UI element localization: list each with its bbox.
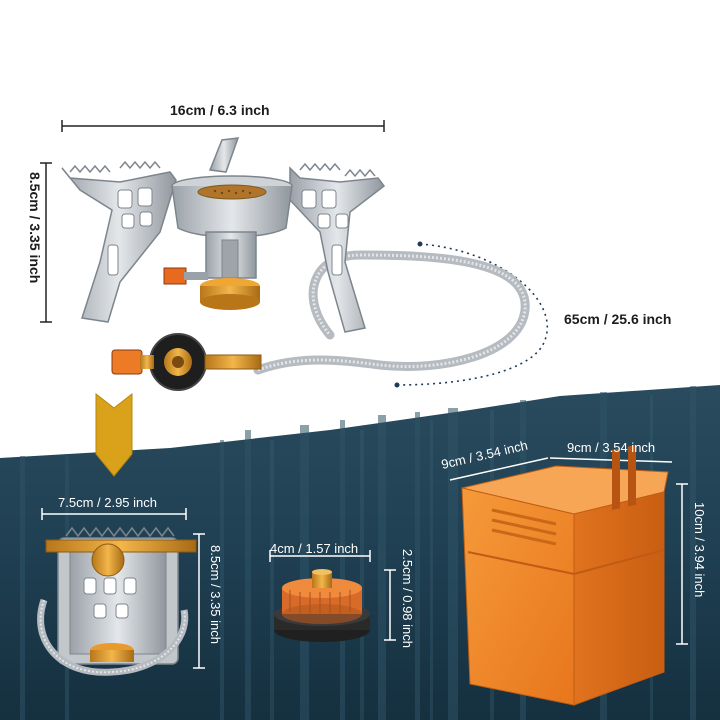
- orange-case: [461, 444, 669, 706]
- stove-width-label: 16cm / 6.3 inch: [170, 102, 270, 118]
- folded-height-line: [193, 533, 205, 669]
- folded-height-label: 8.5cm / 3.35 inch: [208, 545, 223, 644]
- adapter-height-line: [384, 569, 396, 641]
- down-arrow-icon: [95, 392, 133, 477]
- case-width-label: 9cm / 3.54 inch: [567, 440, 656, 455]
- folded-width-label: 7.5cm / 2.95 inch: [58, 495, 157, 510]
- adapter-width-label: 4cm / 1.57 inch: [270, 541, 359, 556]
- hose-length-label: 65cm / 25.6 inch: [564, 311, 672, 327]
- case-width-line: [549, 457, 673, 463]
- stove-width-line: [61, 120, 385, 132]
- case-height-line: [676, 483, 688, 645]
- stove-height-line: [40, 162, 52, 323]
- case-depth-line: [449, 457, 549, 481]
- stove-folded: [37, 526, 197, 676]
- stove-unfolded: [61, 137, 530, 391]
- case-height-label: 10cm / 3.94 inch: [692, 502, 707, 598]
- adapter-width-line: [269, 550, 371, 562]
- gas-adapter: [274, 569, 370, 642]
- adapter-height-label: 2.5cm / 0.98 inch: [400, 549, 415, 648]
- hose-length-arc: [396, 243, 548, 386]
- folded-width-line: [41, 508, 187, 520]
- stove-height-label: 8.5cm / 3.35 inch: [27, 172, 43, 284]
